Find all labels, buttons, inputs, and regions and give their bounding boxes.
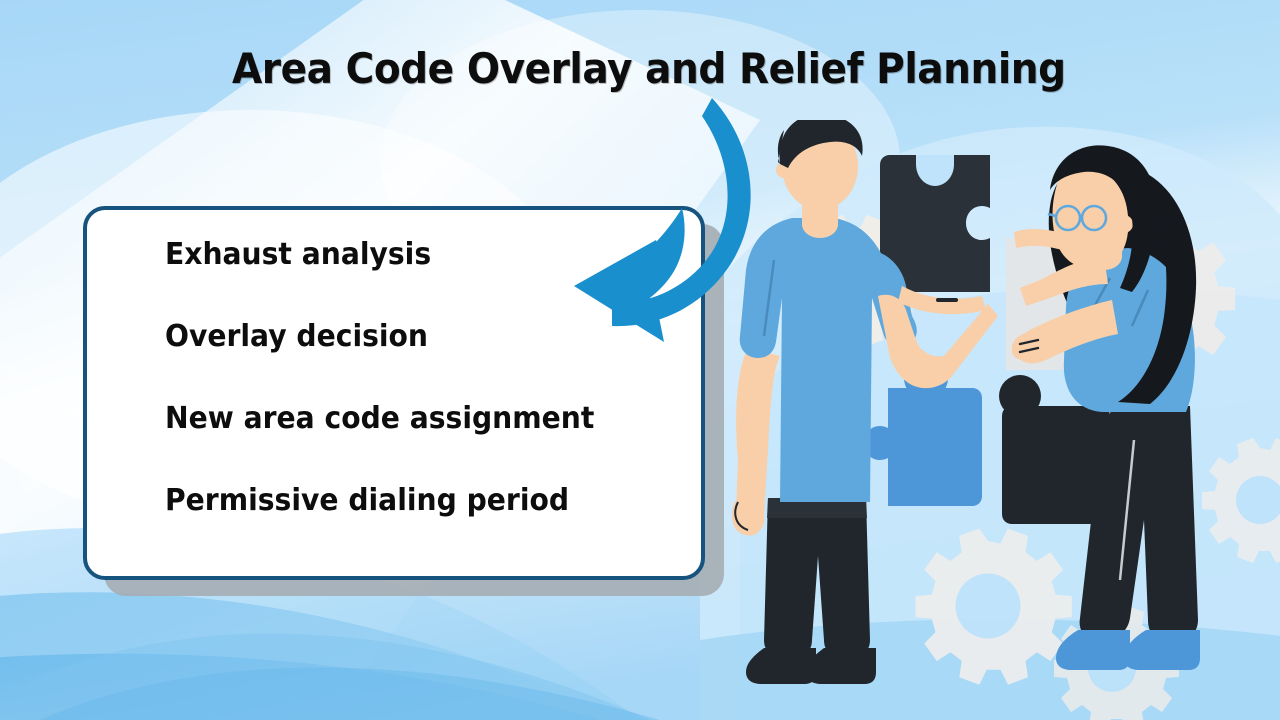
bullet-list: Exhaust analysis Overlay decision New ar…: [165, 240, 685, 516]
gear-bottom-center: [915, 528, 1072, 685]
curved-down-left-arrow-icon: [574, 98, 751, 342]
woman-figure: [1011, 145, 1200, 670]
list-item: Exhaust analysis: [165, 237, 432, 272]
people-puzzle-illustration: [731, 120, 1280, 720]
dark-puzzle-piece-bottom: [999, 375, 1110, 524]
list-item: Overlay decision: [165, 319, 429, 354]
dark-puzzle-piece-top: [880, 155, 990, 292]
gear-mid-right: [1202, 438, 1280, 563]
page-title: Area Code Overlay and Relief Planning: [232, 44, 1066, 93]
list-item: New area code assignment: [165, 401, 595, 436]
content-card: Exhaust analysis Overlay decision New ar…: [83, 206, 705, 580]
list-item: Permissive dialing period: [165, 483, 570, 518]
man-figure: [731, 120, 998, 684]
glasses-icon: [1047, 204, 1108, 232]
